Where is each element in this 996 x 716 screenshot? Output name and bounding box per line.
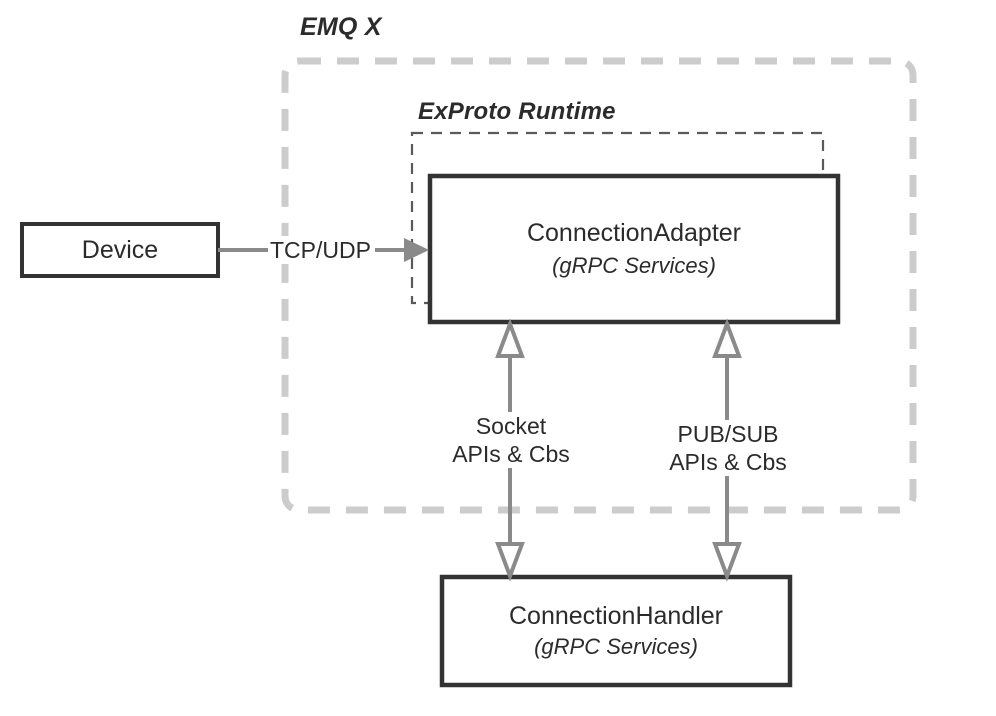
emqx-group-title: EMQ X — [300, 13, 382, 41]
connection-handler-subtitle: (gRPC Services) — [534, 634, 698, 660]
pubsub-channel-label-line1: PUB/SUB — [677, 421, 779, 447]
connection-handler-node-text: ConnectionHandler (gRPC Services) — [442, 577, 790, 685]
socket-channel-arrowhead-up — [495, 318, 525, 358]
device-adapter-arrowhead — [404, 238, 429, 262]
pubsub-channel-arrowhead-up — [712, 318, 742, 358]
connection-adapter-node-text: ConnectionAdapter (gRPC Services) — [430, 176, 838, 322]
socket-channel-label: Socket APIs & Cbs — [440, 412, 582, 469]
socket-channel-arrowhead-down — [495, 542, 525, 582]
connection-adapter-title: ConnectionAdapter — [526, 219, 742, 248]
connection-adapter-subtitle: (gRPC Services) — [552, 252, 716, 278]
pubsub-channel-arrowhead-down — [712, 542, 742, 582]
connection-handler-box — [439, 574, 793, 688]
exproto-group-title: ExProto Runtime — [418, 98, 616, 125]
connection-handler-title: ConnectionHandler — [508, 601, 724, 630]
device-node-label: Device — [81, 235, 159, 264]
connection-adapter-box — [427, 173, 841, 325]
pubsub-channel-label-line2: APIs & Cbs — [669, 449, 787, 476]
socket-channel-label-line1: Socket — [475, 413, 547, 439]
pubsub-channel-label: PUB/SUB APIs & Cbs — [657, 420, 799, 477]
socket-channel-label-line2: APIs & Cbs — [452, 441, 570, 468]
tcp-udp-edge-label: TCP/UDP — [268, 236, 373, 265]
